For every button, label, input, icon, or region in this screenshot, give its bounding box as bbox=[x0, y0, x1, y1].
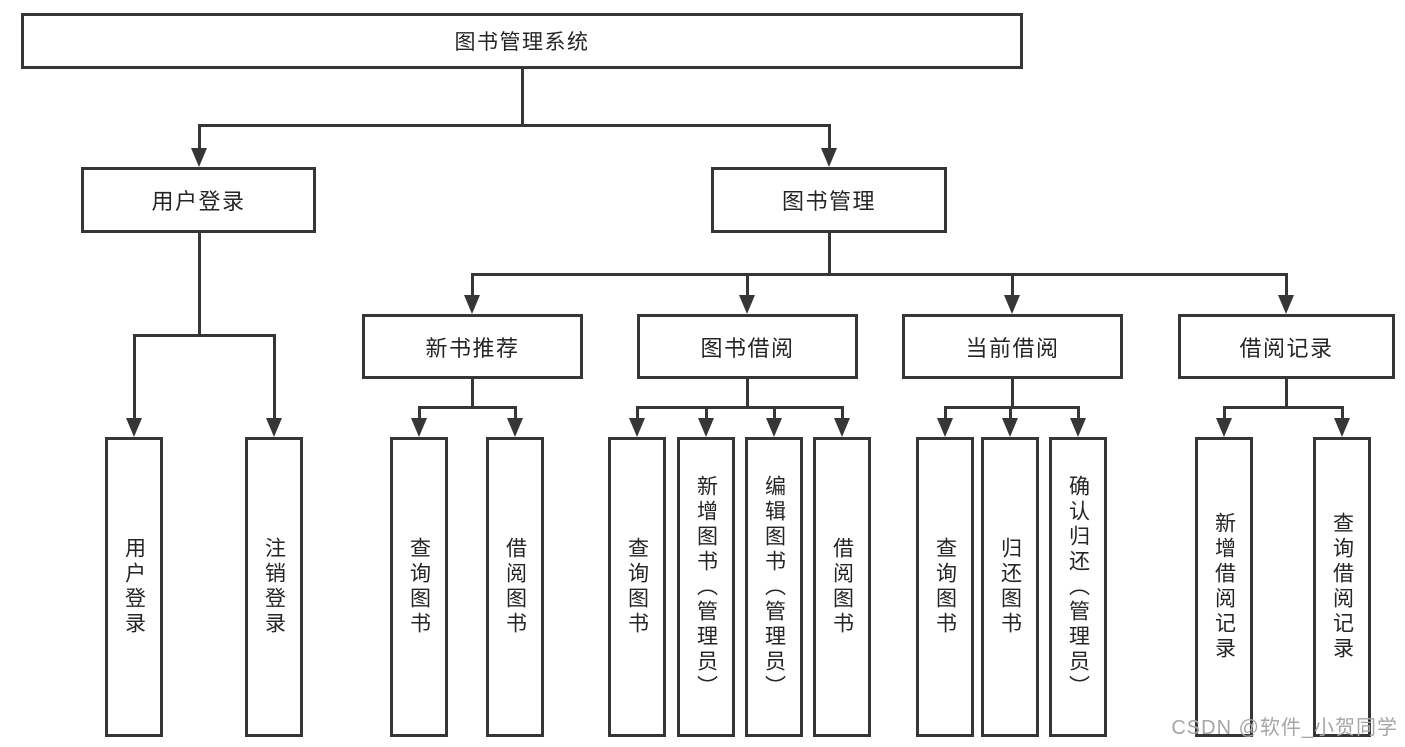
connector-drop-line bbox=[197, 233, 201, 337]
connector-stem-line bbox=[840, 407, 844, 420]
connector-bar-line bbox=[635, 405, 844, 409]
node-book-management: 图书管理 bbox=[711, 167, 947, 233]
connector-bar-line bbox=[470, 272, 1288, 276]
connector-stem-line bbox=[745, 274, 749, 297]
arrow-down-icon bbox=[937, 418, 953, 437]
connector-stem-line bbox=[1340, 407, 1344, 420]
connector-stem-line bbox=[772, 407, 776, 420]
connector-stem-line bbox=[197, 125, 201, 150]
arrow-down-icon bbox=[1216, 418, 1232, 437]
leaf-query-books-borrow: 查询图书 bbox=[608, 437, 666, 737]
node-book-borrow: 图书借阅 bbox=[637, 314, 858, 379]
node-new-book-recommend: 新书推荐 bbox=[362, 314, 583, 379]
arrow-down-icon bbox=[1278, 295, 1294, 314]
connector-bar-line bbox=[943, 405, 1080, 409]
connector-stem-line bbox=[1222, 407, 1226, 420]
leaf-borrow-books-recommend: 借阅图书 bbox=[486, 437, 544, 737]
connector-stem-line bbox=[272, 335, 276, 420]
arrow-down-icon bbox=[464, 295, 480, 314]
connector-stem-line bbox=[1008, 407, 1012, 420]
connector-bar-line bbox=[1222, 405, 1344, 409]
leaf-query-books-current: 查询图书 bbox=[916, 437, 974, 737]
connector-drop-line bbox=[745, 379, 749, 409]
connector-drop-line bbox=[1010, 379, 1014, 409]
leaf-query-borrow-record: 查询借阅记录 bbox=[1313, 437, 1371, 737]
arrow-down-icon bbox=[629, 418, 645, 437]
connector-drop-line bbox=[827, 233, 831, 276]
connector-stem-line bbox=[132, 335, 136, 420]
node-borrow-records: 借阅记录 bbox=[1178, 314, 1395, 379]
leaf-confirm-return-admin: 确认归还（管理员） bbox=[1049, 437, 1107, 737]
arrow-down-icon bbox=[739, 295, 755, 314]
connector-stem-line bbox=[417, 407, 421, 420]
leaf-return-books: 归还图书 bbox=[981, 437, 1039, 737]
connector-stem-line bbox=[827, 125, 831, 150]
connector-stem-line bbox=[1010, 274, 1014, 297]
arrow-down-icon bbox=[126, 418, 142, 437]
connector-stem-line bbox=[470, 274, 474, 297]
connector-drop-line bbox=[1284, 379, 1288, 409]
leaf-edit-book-admin: 编辑图书（管理员） bbox=[745, 437, 803, 737]
leaf-add-book-admin: 新增图书（管理员） bbox=[677, 437, 735, 737]
leaf-logout: 注销登录 bbox=[245, 437, 303, 737]
arrow-down-icon bbox=[766, 418, 782, 437]
connector-stem-line bbox=[704, 407, 708, 420]
arrow-down-icon bbox=[507, 418, 523, 437]
connector-stem-line bbox=[943, 407, 947, 420]
leaf-query-books-recommend: 查询图书 bbox=[390, 437, 448, 737]
arrow-down-icon bbox=[1070, 418, 1086, 437]
connector-drop-line bbox=[470, 379, 474, 409]
node-root-library-system: 图书管理系统 bbox=[21, 13, 1023, 69]
connector-stem-line bbox=[1284, 274, 1288, 297]
arrow-down-icon bbox=[698, 418, 714, 437]
leaf-user-login: 用户登录 bbox=[105, 437, 163, 737]
connector-stem-line bbox=[513, 407, 517, 420]
leaf-add-borrow-record: 新增借阅记录 bbox=[1195, 437, 1253, 737]
arrow-down-icon bbox=[821, 148, 837, 167]
arrow-down-icon bbox=[411, 418, 427, 437]
arrow-down-icon bbox=[1002, 418, 1018, 437]
connector-stem-line bbox=[635, 407, 639, 420]
connector-stem-line bbox=[1076, 407, 1080, 420]
arrow-down-icon bbox=[1334, 418, 1350, 437]
connector-bar-line bbox=[197, 123, 831, 127]
arrow-down-icon bbox=[834, 418, 850, 437]
connector-drop-line bbox=[520, 69, 524, 127]
watermark-text: CSDN @软件_小贺同学 bbox=[1171, 717, 1398, 739]
arrow-down-icon bbox=[191, 148, 207, 167]
arrow-down-icon bbox=[266, 418, 282, 437]
connector-bar-line bbox=[132, 333, 276, 337]
node-user-login: 用户登录 bbox=[81, 167, 316, 233]
connector-bar-line bbox=[417, 405, 517, 409]
leaf-borrow-books: 借阅图书 bbox=[813, 437, 871, 737]
arrow-down-icon bbox=[1004, 295, 1020, 314]
node-current-borrow: 当前借阅 bbox=[902, 314, 1123, 379]
